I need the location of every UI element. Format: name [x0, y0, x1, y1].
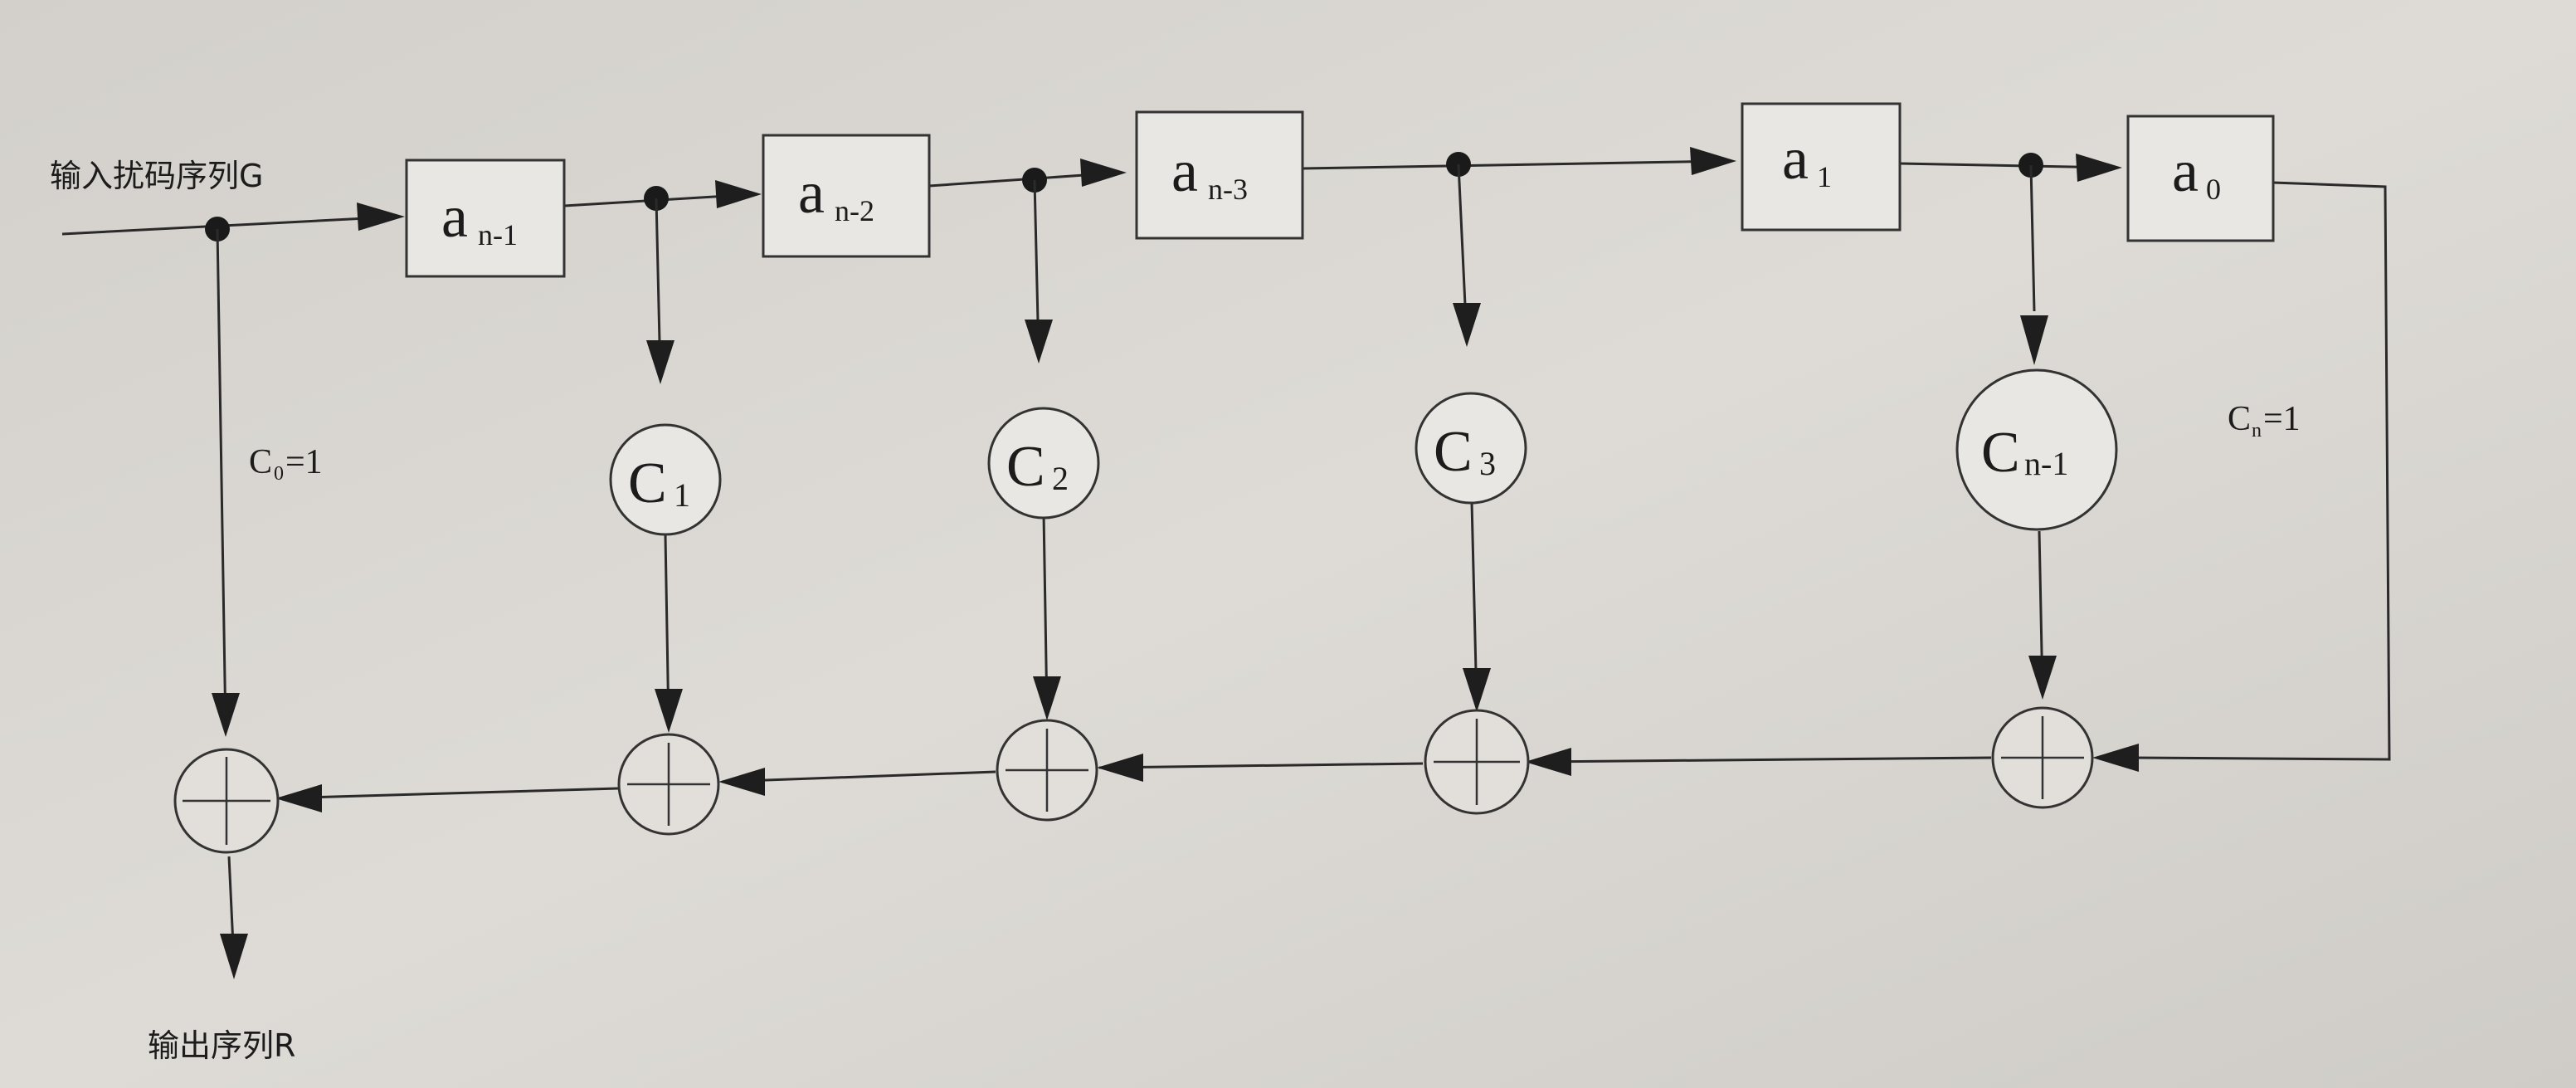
arrow-into-an1 — [357, 202, 405, 231]
adder-4 — [1991, 706, 2094, 809]
coef-c1: C 1 — [609, 423, 722, 536]
tap-label-cn-main: C — [2228, 400, 2251, 438]
arrow-into-adder-2-left — [1097, 754, 1143, 782]
arrow-into-adder-0-left — [275, 784, 322, 812]
left-arrowheads — [275, 744, 2139, 812]
bottom-feedback-path — [277, 756, 1992, 800]
adder-2 — [996, 719, 1098, 822]
arrow-into-adder-4-left — [2092, 744, 2139, 772]
adder-1 — [617, 733, 720, 836]
tap-label-c0-sub: 0 — [274, 463, 284, 485]
arrow-output — [220, 934, 248, 979]
input-label: 输入扰码序列G — [50, 158, 263, 194]
arrow-into-an2 — [715, 180, 762, 208]
coef-c3-main: C — [1434, 420, 1473, 484]
tap-label-cn: C n =1 — [2228, 400, 2301, 442]
register-an2: a n-2 — [762, 134, 931, 258]
register-an1: a n-1 — [405, 159, 566, 278]
arrow-into-cn1 — [2020, 315, 2048, 365]
arrow-into-adder-0 — [212, 693, 240, 737]
coef-c1-sub: 1 — [674, 476, 690, 514]
arrow-into-c1 — [646, 340, 674, 384]
register-a0-main: a — [2172, 138, 2199, 204]
coef-c3-sub: 3 — [1479, 445, 1496, 482]
coef-cn1-sub: n-1 — [2024, 445, 2068, 482]
arrow-into-adder-1 — [655, 689, 683, 733]
tap-label-cn-sub: n — [2252, 420, 2262, 442]
tap-label-c0: C 0 =1 — [249, 443, 323, 485]
tap-label-c0-rest: =1 — [285, 443, 323, 481]
coef-c3: C 3 — [1415, 392, 1527, 505]
register-a0: a 0 — [2126, 115, 2275, 242]
top-arrowheads — [357, 147, 2122, 231]
arrow-into-an3 — [1080, 159, 1127, 187]
register-an2-sub: n-2 — [835, 194, 874, 227]
register-an3-main: a — [1171, 138, 1198, 204]
register-an3: a n-3 — [1135, 110, 1304, 240]
register-an1-sub: n-1 — [478, 218, 518, 251]
tap-label-c0-main: C — [249, 443, 272, 481]
arrow-into-adder-3-left — [1525, 748, 1571, 776]
arrow-into-adder-1-left — [718, 768, 765, 796]
coef-cn1-main: C — [1981, 421, 2020, 485]
adder-3 — [1424, 709, 1530, 815]
register-a1-sub: 1 — [1817, 160, 1832, 193]
register-an3-sub: n-3 — [1208, 173, 1248, 206]
coef-c2-main: C — [1006, 435, 1045, 499]
output-label: 输出序列R — [148, 1027, 295, 1064]
arrow-into-a1 — [1690, 147, 1736, 175]
arrow-into-adder-4 — [2028, 656, 2057, 700]
tap-label-cn-rest: =1 — [2263, 400, 2301, 438]
coef-cn1: C n-1 — [1955, 368, 2118, 531]
register-a1: a 1 — [1741, 102, 1902, 232]
adder-0 — [173, 748, 280, 854]
arrow-into-c2 — [1025, 320, 1053, 363]
coef-c2: C 2 — [987, 407, 1100, 520]
arrow-into-adder-3 — [1463, 668, 1491, 712]
arrow-into-c3 — [1453, 303, 1481, 347]
arrow-into-adder-2 — [1033, 676, 1061, 720]
coef-c2-sub: 2 — [1052, 460, 1069, 497]
register-an2-main: a — [798, 159, 825, 226]
register-an1-main: a — [441, 183, 468, 250]
register-a1-main: a — [1782, 125, 1809, 192]
down-arrowheads — [212, 303, 2057, 979]
arrow-into-a0 — [2076, 154, 2122, 182]
coef-c1-main: C — [628, 451, 667, 515]
register-a0-sub: 0 — [2206, 173, 2221, 206]
